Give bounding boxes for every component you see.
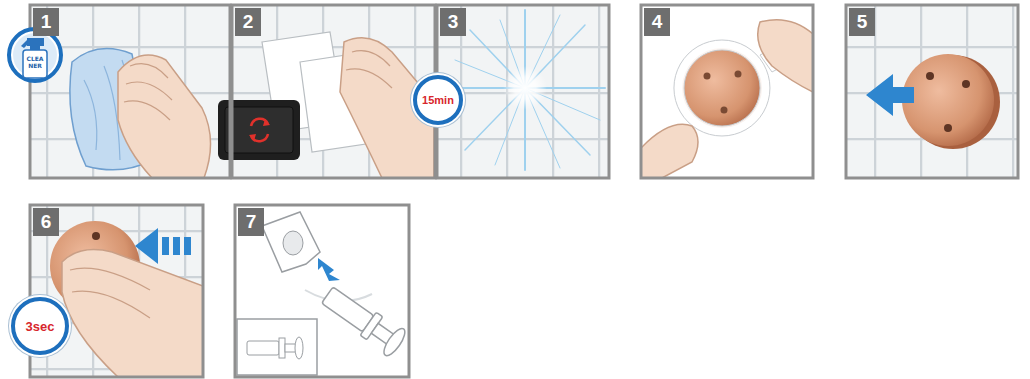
step-number: 5	[857, 11, 868, 33]
step-number-badge: 4	[644, 8, 670, 36]
step-number-badge: 7	[238, 208, 264, 236]
bottle-label: CLEA NER	[24, 55, 46, 69]
timer-text: 3sec	[26, 319, 55, 334]
step-number: 7	[246, 211, 257, 233]
step-number: 1	[41, 11, 52, 33]
step-number: 3	[448, 11, 459, 33]
step-number-badge: 3	[440, 8, 466, 36]
panel-grounds	[30, 5, 1018, 377]
step-number-badge: 6	[33, 208, 59, 236]
timer-circle: 15min	[413, 75, 463, 125]
press-scene	[50, 221, 203, 377]
panel-frames	[30, 5, 1018, 377]
place-scene	[866, 54, 1000, 149]
step-number-badge: 2	[235, 8, 261, 36]
step-number: 2	[243, 11, 254, 33]
step-number-badge: 5	[849, 8, 875, 36]
step-number: 6	[41, 211, 52, 233]
step-number: 4	[652, 11, 663, 33]
wipe-scene	[70, 49, 211, 178]
peel-scene	[641, 20, 813, 178]
timer-circle: 3sec	[11, 297, 69, 355]
cleaner-icon	[9, 29, 61, 81]
sparkle	[450, 10, 605, 170]
assemble-scene	[237, 212, 408, 375]
timer-text: 15min	[422, 94, 454, 106]
step-number-badge: 1	[33, 8, 59, 36]
